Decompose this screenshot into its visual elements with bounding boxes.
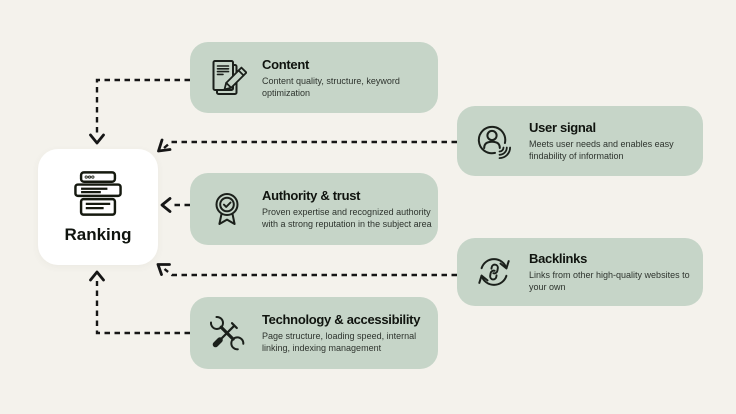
factor-card-content: Content Content quality, structure, keyw… <box>190 42 438 113</box>
factor-card-backlinks: Backlinks Links from other high-quality … <box>457 238 703 306</box>
factor-title: Content <box>262 56 309 72</box>
factor-description: Meets user needs and enables easy findab… <box>529 139 674 161</box>
factor-card-technology-accessibility: Technology & accessibility Page structur… <box>190 297 438 369</box>
search-results-icon <box>71 170 125 217</box>
arrow-content-to-ranking <box>89 78 190 145</box>
wrench-screwdriver-icon <box>206 312 248 354</box>
document-pencil-icon <box>206 57 248 99</box>
factor-title: Authority & trust <box>262 188 361 203</box>
factor-card-authority-trust: Authority & trust Proven expertise and r… <box>190 173 438 245</box>
factor-title: Backlinks <box>529 251 588 266</box>
arrow-authority-to-ranking <box>160 197 190 213</box>
factor-description: Links from other high-quality websites t… <box>529 270 690 292</box>
ranking-card: Ranking <box>38 149 158 265</box>
factor-description: Content quality, structure, keyword opti… <box>262 75 400 98</box>
factor-title: User signal <box>529 120 596 135</box>
factor-title: Technology & accessibility <box>262 312 421 327</box>
factor-card-user-signal: User signal Meets user needs and enables… <box>457 106 703 176</box>
arrow-technology-to-ranking <box>89 270 190 335</box>
award-badge-icon <box>206 188 248 230</box>
arrow-backlinks-to-ranking <box>156 263 457 277</box>
ranking-label: Ranking <box>64 224 132 244</box>
link-cycle-icon <box>473 251 515 293</box>
user-signal-icon <box>473 120 515 162</box>
arrow-user-signal-to-ranking <box>157 138 457 153</box>
factor-description: Proven expertise and recognized authorit… <box>262 207 432 229</box>
factor-description: Page structure, loading speed, internal … <box>262 331 417 353</box>
